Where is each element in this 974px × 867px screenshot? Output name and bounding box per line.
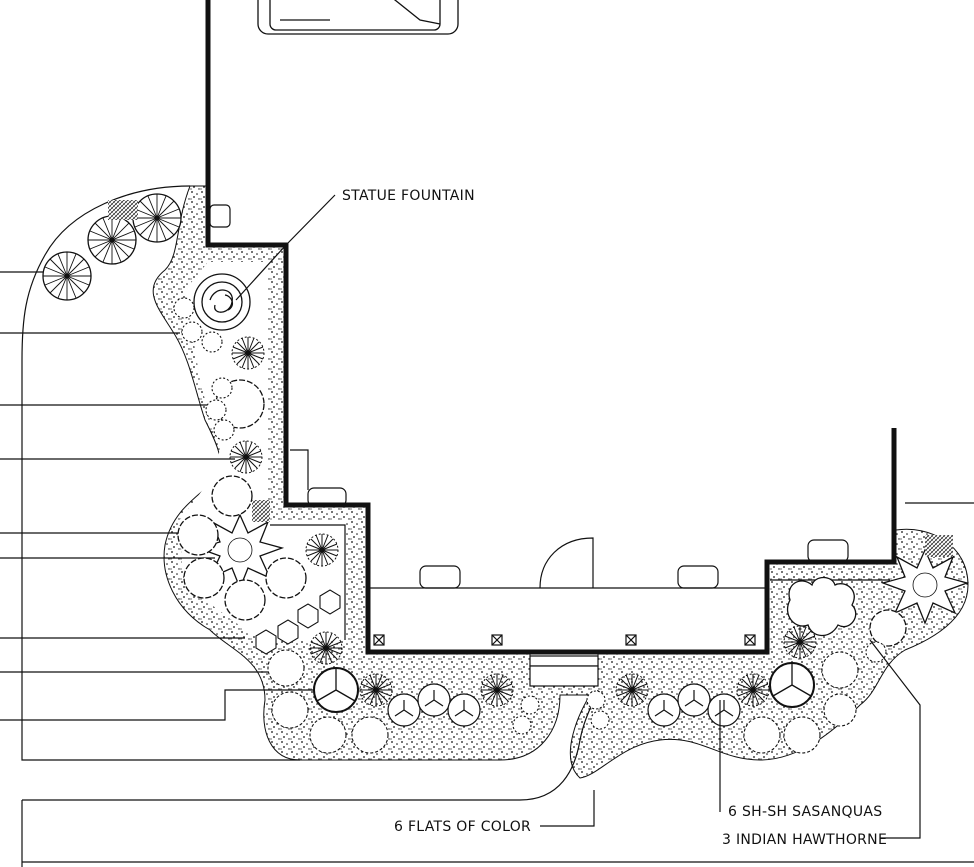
- ornamental-trees: [42, 193, 182, 301]
- hatched-patches: [252, 500, 953, 557]
- car-outline: [257, 0, 459, 35]
- pie-trees: [313, 662, 815, 713]
- statue-fountain: [193, 273, 251, 331]
- label-indian-hawthorne: 3 INDIAN HAWTHORNE: [722, 832, 887, 848]
- label-sasanquas: 6 SH-SH SASANQUAS: [728, 804, 882, 820]
- stepping-stones: [255, 589, 341, 655]
- planting-bed-west: [152, 185, 969, 779]
- trident-shrubs: [387, 683, 741, 727]
- large-scalloped-shrubs: [786, 576, 857, 637]
- house-detail: [209, 204, 890, 640]
- callout-leaders: [235, 194, 921, 839]
- label-flats-of-color: 6 FLATS OF COLOR: [394, 819, 531, 835]
- textured-shrubs: [173, 297, 887, 754]
- spiky-shrubs: [229, 336, 817, 707]
- label-statue-fountain: STATUE FOUNTAIN: [342, 188, 475, 204]
- column-markers: [373, 634, 756, 646]
- entry-walk: [529, 655, 599, 687]
- leader-lines-left: [0, 271, 320, 721]
- lawn-edge-curve: [21, 185, 300, 761]
